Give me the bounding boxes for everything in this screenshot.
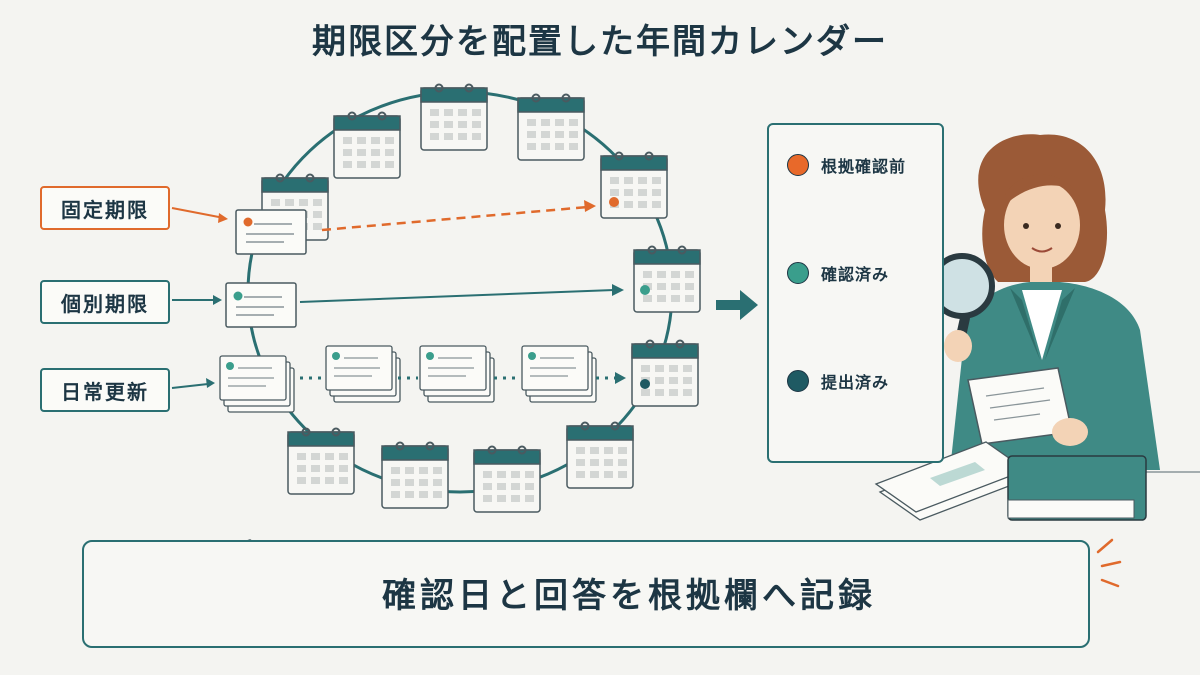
calendar-icon	[420, 83, 488, 151]
category-daily-update: 日常更新	[40, 368, 170, 412]
document-stack	[419, 345, 495, 403]
calendar-ring-items	[261, 83, 701, 513]
status-legend: 根拠確認前 確認済み 提出済み	[767, 123, 944, 463]
dark-marker	[640, 379, 650, 389]
calendar-icon	[381, 441, 449, 509]
bottom-banner	[82, 540, 1090, 648]
calendar-icon	[631, 339, 699, 407]
calendar-icon	[633, 245, 701, 313]
deadline-card	[225, 282, 297, 328]
calendar-icon	[473, 445, 541, 513]
calendar-icon	[600, 151, 668, 219]
orange-dot-icon	[787, 154, 809, 176]
arrow-icon	[716, 290, 758, 320]
calendar-icon	[517, 93, 585, 161]
legend-item-submitted: 提出済み	[787, 369, 889, 393]
teal-marker	[640, 285, 650, 295]
record-instruction: 確認日と回答を根拠欄へ記録	[382, 576, 876, 616]
legend-label: 確認済み	[821, 265, 890, 284]
calendar-icon	[566, 421, 634, 489]
category-fixed-deadline: 固定期限	[40, 186, 170, 230]
calendar-icon	[333, 111, 401, 179]
legend-item-before-check: 根拠確認前	[787, 153, 906, 177]
legend-label: 提出済み	[821, 373, 890, 392]
teal-dot-icon	[787, 262, 809, 284]
person-illustration	[874, 134, 1200, 521]
category-individual-deadline: 個別期限	[40, 280, 170, 324]
page-title: 期限区分を配置した年間カレンダー	[312, 22, 888, 62]
deadline-card	[235, 209, 307, 255]
document-stack	[521, 345, 597, 403]
dark-dot-icon	[787, 370, 809, 392]
orange-marker	[609, 197, 619, 207]
legend-item-checked: 確認済み	[787, 261, 889, 285]
legend-label: 根拠確認前	[821, 157, 907, 176]
calendar-icon	[287, 427, 355, 495]
document-stack	[325, 345, 401, 403]
document-stack	[219, 355, 295, 413]
